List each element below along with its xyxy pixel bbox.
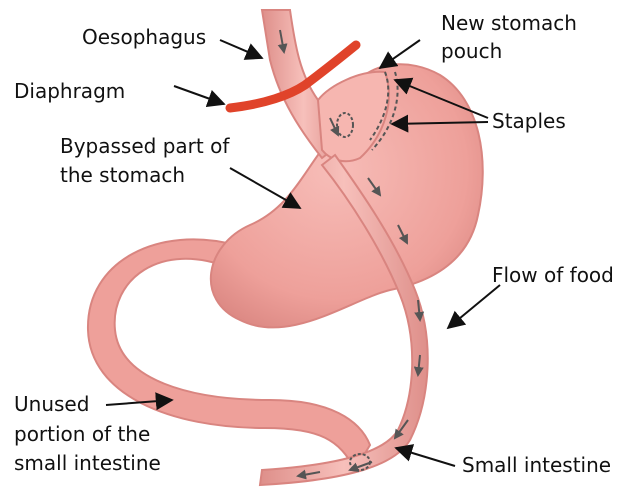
unused-label-line3: small intestine (14, 451, 161, 475)
bypassed-label-line1: Bypassed part of (60, 134, 230, 158)
oesophagus-label: Oesophagus (82, 25, 206, 49)
small-intestine-label: Small intestine (462, 453, 611, 477)
flow-arrow-pointer (448, 285, 500, 328)
new-pouch-label-line2: pouch (441, 39, 502, 63)
small-intestine-arrow (396, 448, 455, 466)
staples-label: Staples (492, 109, 566, 133)
unused-label-line2: portion of the (14, 422, 150, 446)
flow-label: Flow of food (492, 263, 614, 287)
diaphragm-label: Diaphragm (14, 79, 125, 103)
new-pouch-label-line1: New stomach (441, 11, 577, 35)
diaphragm-arrow (174, 86, 224, 104)
oesophagus-arrow (220, 40, 262, 58)
bypassed-label-line2: the stomach (60, 163, 185, 187)
unused-label-line1: Unused (14, 392, 89, 416)
bypassed-arrow (230, 168, 300, 208)
